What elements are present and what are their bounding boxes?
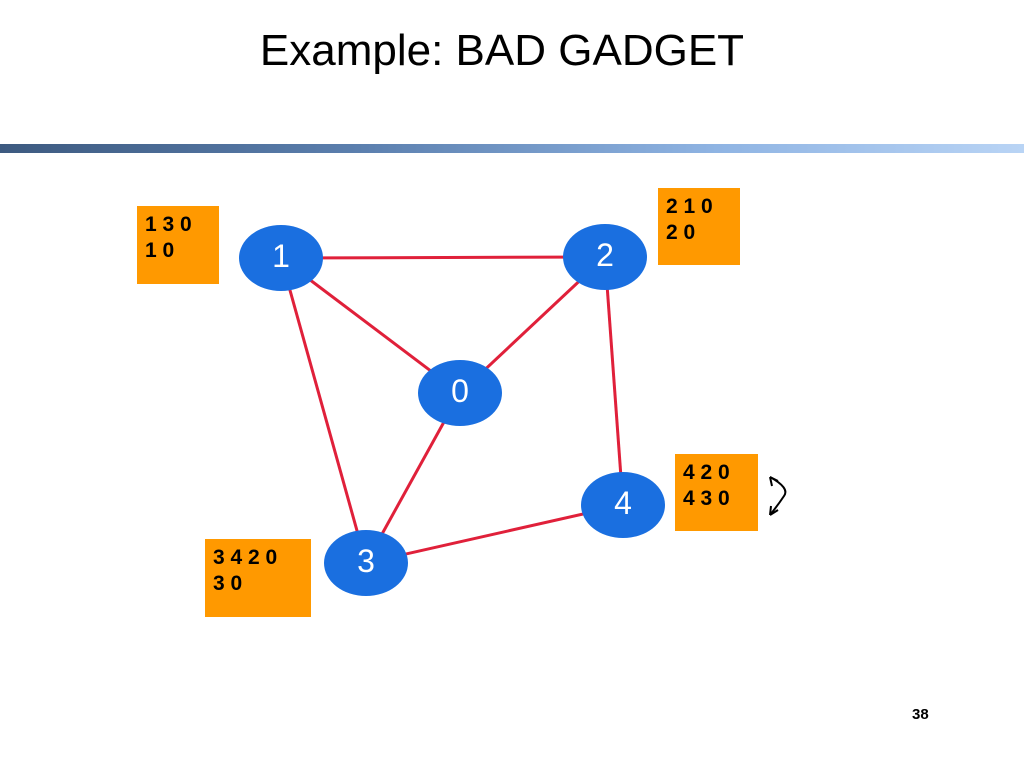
path-box-node-2: 2 1 0 2 0 [658,188,740,265]
node-circle [418,360,502,426]
node-label: 2 [596,237,614,273]
node-circle [563,224,647,290]
node-circle [324,530,408,596]
path-line: 3 0 [213,572,243,595]
node-circle [581,472,665,538]
path-line: 2 1 0 [666,195,713,218]
path-box-node-4: 4 2 0 4 3 0 [675,454,758,531]
path-box-node-1: 1 3 0 1 0 [137,206,219,284]
node-circle [239,225,323,291]
swap-arrows-icon [769,476,787,516]
node-1: 1 [239,225,323,291]
path-line: 1 3 0 [145,213,192,236]
edge-1-3 [279,257,368,564]
page-number: 38 [912,706,929,723]
path-box-node-3: 3 4 2 0 3 0 [205,539,311,617]
path-line: 3 4 2 0 [213,546,278,569]
edge-3-4 [365,503,624,565]
node-label: 4 [614,485,632,521]
node-2: 2 [563,224,647,290]
node-label: 1 [272,238,290,274]
node-4: 4 [581,472,665,538]
slide-title: Example: BAD GADGET [259,26,745,75]
path-line: 2 0 [666,221,696,244]
path-line: 4 3 0 [683,487,730,510]
node-0: 0 [418,360,502,426]
node-3: 3 [324,530,408,596]
path-line: 1 0 [145,239,175,262]
edge-2-4 [603,256,625,506]
node-label: 0 [451,373,469,409]
path-line: 4 2 0 [683,461,730,484]
title-divider-bar [0,144,1024,153]
node-label: 3 [357,543,375,579]
edge-1-2 [280,255,606,260]
